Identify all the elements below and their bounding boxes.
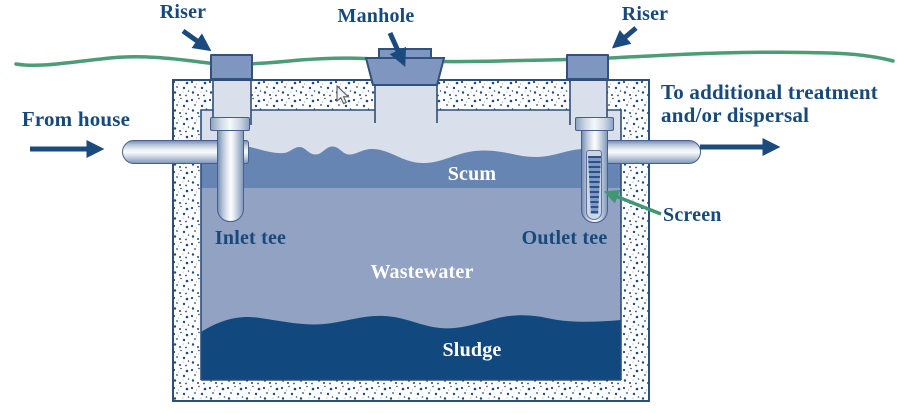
from-house-label: From house (21, 107, 131, 131)
manhole-cover (364, 48, 446, 86)
liquid-layers (201, 145, 621, 380)
sludge-label: Sludge (442, 339, 502, 361)
riser-cap-left (210, 54, 253, 80)
scum-label: Scum (447, 163, 497, 185)
tank-body (172, 79, 650, 402)
outlet-tee-cap (575, 117, 614, 131)
inlet-tee-pipe (217, 130, 244, 222)
riser-shaft-lines (212, 80, 608, 125)
riser-cap-right (566, 54, 609, 80)
to-treatment-label: To additional treatment and/or dispersal (661, 81, 898, 127)
inlet-tee-cap (210, 117, 250, 131)
to-treatment-line2: and/or dispersal (661, 103, 810, 127)
outlet-pipe (596, 140, 701, 164)
riser-right-label: Riser (621, 3, 669, 25)
wastewater-label: Wastewater (370, 261, 474, 283)
to-treatment-line1: To additional treatment (661, 80, 878, 104)
inlet-tee-label: Inlet tee (214, 227, 287, 249)
effluent-screen (588, 156, 601, 214)
outlet-tee-label: Outlet tee (521, 227, 608, 249)
scum-layer (201, 145, 621, 188)
riser-left-label: Riser (159, 1, 207, 23)
screen-label: Screen (663, 204, 722, 226)
manhole-label: Manhole (337, 5, 415, 27)
sludge-layer (201, 315, 621, 380)
